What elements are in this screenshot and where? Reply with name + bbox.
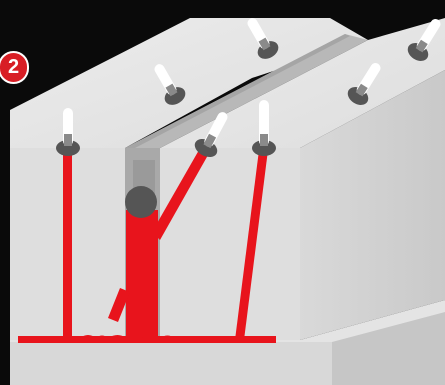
base-plinth-front: [10, 342, 332, 385]
resin-channel-crack: [126, 210, 158, 340]
packer-bulb: [125, 186, 157, 218]
step-number-badge: 2: [0, 53, 27, 82]
resin-channel-1: [63, 150, 72, 340]
